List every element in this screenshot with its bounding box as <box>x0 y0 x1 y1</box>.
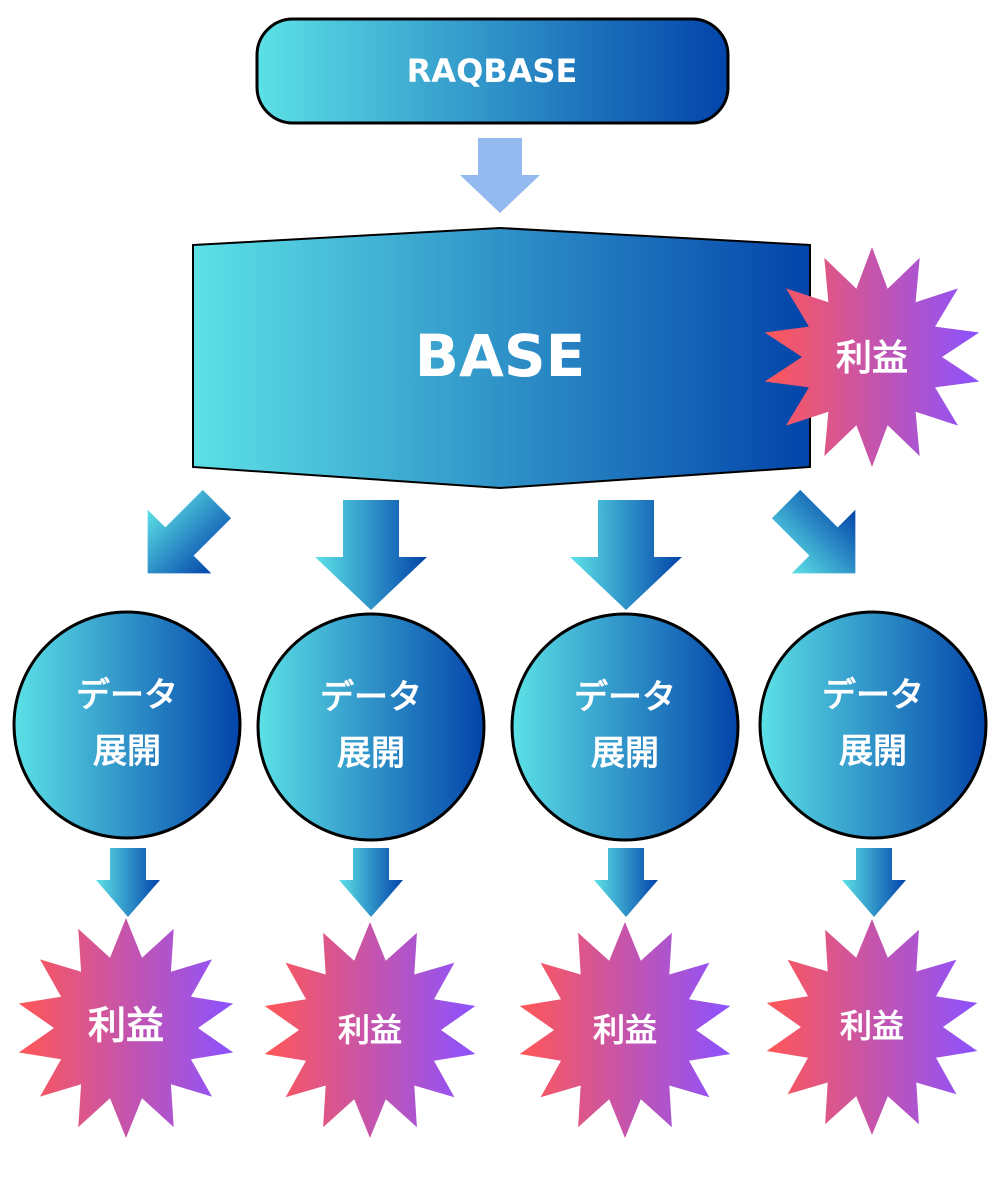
base-profit-label: 利益 <box>836 338 908 379</box>
base-profit-starburst: 利益 <box>764 247 980 467</box>
raqbase-label: RAQBASE <box>407 52 578 90</box>
profit-starburst-3: 利益 <box>519 922 731 1138</box>
data-expansion-node-3: データ 展開 <box>510 612 740 842</box>
down-arrow-icon <box>460 138 540 213</box>
data-expansion-line1: データ <box>574 678 676 718</box>
data-expansion-line2: 展開 <box>337 734 405 774</box>
profit-label: 利益 <box>88 1004 164 1048</box>
data-expansion-line1: データ <box>822 676 924 716</box>
down-arrow-icon <box>96 848 160 917</box>
data-expansion-line1: データ <box>320 678 422 718</box>
down-arrow-icon <box>842 848 906 917</box>
data-expansion-line2: 展開 <box>591 734 659 774</box>
raqbase-node: RAQBASE <box>255 17 730 125</box>
data-expansion-node-1: データ 展開 <box>12 610 242 840</box>
down-arrow-icon <box>339 848 403 917</box>
data-expansion-line1: データ <box>76 676 178 716</box>
profit-starburst-1: 利益 <box>18 918 234 1138</box>
base-node: BASE <box>192 226 811 490</box>
profit-starburst-4: 利益 <box>766 919 978 1135</box>
down-arrow-icon <box>315 500 427 610</box>
down-left-arrow-icon <box>147 489 232 574</box>
profit-label: 利益 <box>593 1011 657 1049</box>
profit-label: 利益 <box>840 1007 904 1045</box>
down-right-arrow-icon <box>771 489 856 574</box>
data-expansion-node-2: データ 展開 <box>256 612 486 842</box>
data-expansion-line2: 展開 <box>839 732 907 772</box>
data-expansion-node-4: データ 展開 <box>758 610 988 840</box>
down-arrow-icon <box>594 848 658 917</box>
profit-label: 利益 <box>338 1011 402 1049</box>
base-label: BASE <box>415 322 586 390</box>
profit-starburst-2: 利益 <box>264 922 476 1138</box>
down-arrow-icon <box>570 500 682 610</box>
data-expansion-line2: 展開 <box>93 732 161 772</box>
